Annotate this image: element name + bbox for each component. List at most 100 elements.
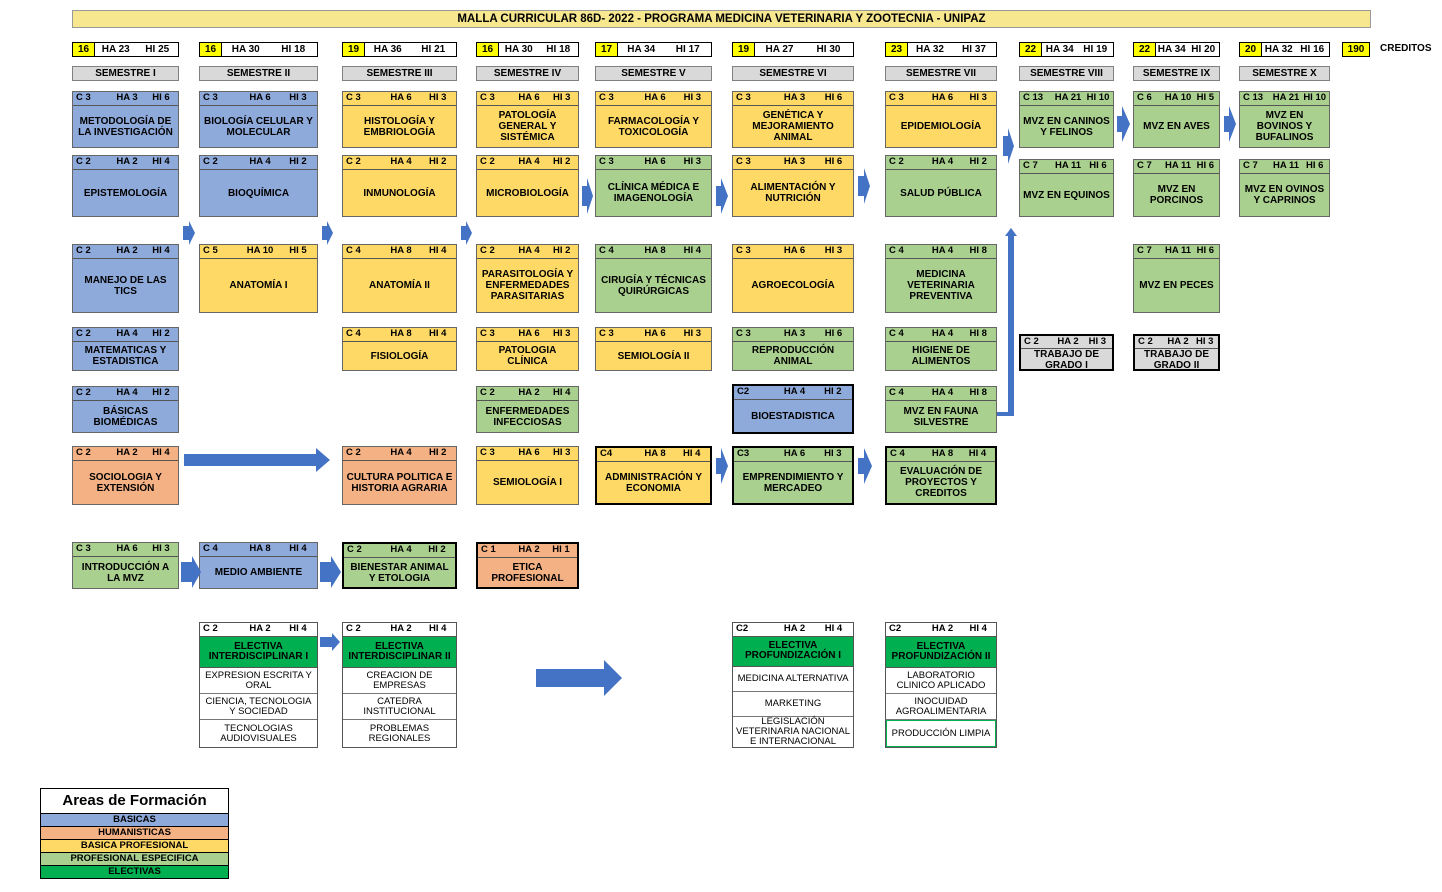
course-name: EVALUACIÓN DE PROYECTOS Y CREDITOS [899,466,983,499]
course-name: MVZ EN PORCINOS [1149,184,1204,206]
course-name: INMUNOLOGÍA [363,187,436,199]
legend-title: Areas de Formación [41,789,228,814]
arrow-right-icon [716,448,728,484]
elective-option[interactable]: CREACION DE EMPRESAS [343,668,456,694]
elective-option[interactable]: EXPRESION ESCRITA Y ORAL [200,668,317,694]
course-name: ETICA PROFESIONAL [491,561,564,584]
elective-option[interactable]: CATEDRA INSTITUCIONAL [343,694,456,720]
arrow-right-icon [320,633,340,651]
arrow-right-icon [320,556,341,588]
course-name: TRABAJO DE GRADO II [1143,349,1209,371]
elective-option[interactable]: MEDICINA ALTERNATIVA [733,667,853,692]
arrow-right-icon [536,660,622,696]
course-name: MVZ EN PECES [1139,280,1214,291]
elective-option[interactable]: TECNOLOGIAS AUDIOVISUALES [220,722,297,744]
semester-label: SEMESTRE IX [1133,66,1220,81]
elective-option[interactable]: LABORATORIO CLINICO APLICADO [886,668,996,694]
course-name: MVZ EN FAUNA SILVESTRE [903,405,979,428]
elective-option[interactable]: LEGISLACIÓN VETERINARIA NACIONAL E INTER… [735,715,851,747]
course-name: BIENESTAR ANIMAL Y ETOLOGIA [350,561,449,584]
legend-item: BASICAS [41,814,228,827]
semester-label: SEMESTRE X [1239,66,1330,81]
course-name: SOCIOLOGIA Y EXTENSIÓN [89,471,162,494]
elective-option[interactable]: MARKETING [733,692,853,717]
elective-option[interactable]: INOCUIDAD AGROALIMENTARIA [886,694,996,720]
elective-option[interactable]: PRODUCCIÓN LIMPIA [886,720,996,747]
semester-label: SEMESTRE I [72,66,179,81]
elective-option[interactable]: CIENCIA, TECNOLOGIA Y SOCIEDAD [200,694,317,720]
elective-option[interactable]: PROBLEMAS REGIONALES [368,722,431,744]
legend-item: PROFESIONAL ESPECIFICA [41,853,228,866]
course-name: ADMINISTRACIÓN Y ECONOMIA [604,471,703,494]
semester-label: SEMESTRE II [199,66,318,81]
course-name: EMPRENDIMIENTO Y MERCADEO [742,471,844,494]
course-name: MVZ EN AVES [1143,121,1210,132]
semester-label: SEMESTRE VI [732,66,854,81]
course-name: HISTOLOGÍA Y EMBRIOLOGÍA [363,115,436,138]
arrow-right-icon [582,178,593,214]
semester-label: SEMESTRE V [595,66,712,81]
legend-item: HUMANISTICAS [41,827,228,840]
course-name: MVZ EN EQUINOS [1023,189,1110,201]
course-name: TRABAJO DE GRADO I [1033,349,1099,371]
